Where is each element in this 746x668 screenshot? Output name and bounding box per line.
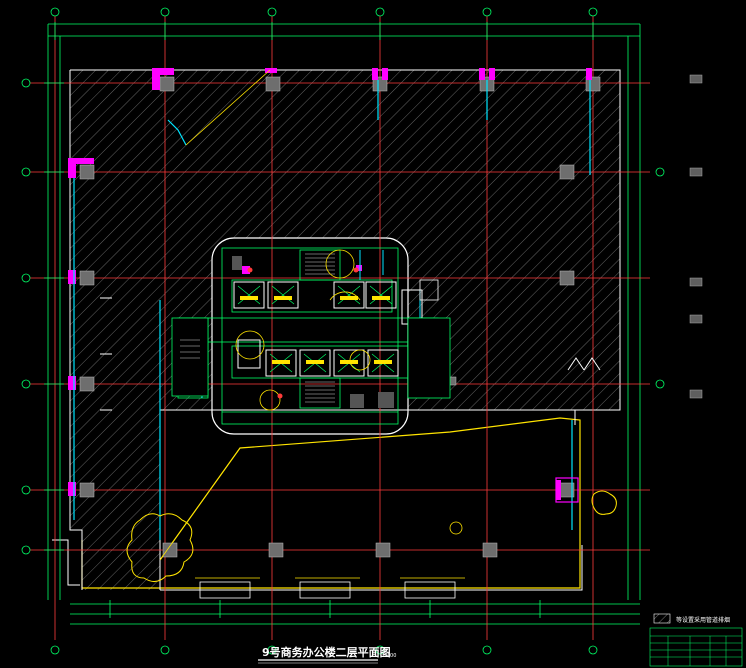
yellow-guides	[159, 69, 271, 561]
core-interior	[177, 247, 439, 425]
drawing-title-block: 9号商务办公楼二层平面图 1:100	[258, 645, 396, 664]
left-markers	[100, 297, 112, 411]
legend-label: 等设置采用管道排烟	[676, 616, 730, 624]
lower-window-boxes	[199, 581, 456, 599]
side-legend-blocks	[689, 74, 703, 399]
drawing-title: 9号商务办公楼二层平面图	[262, 645, 391, 659]
axis-grid	[30, 10, 650, 640]
highlighted-columns	[68, 68, 592, 500]
right-marker	[567, 357, 601, 371]
cyan-walls	[73, 80, 591, 540]
legend-table: 等设置采用管道排烟	[649, 613, 743, 667]
structural-columns	[79, 76, 601, 558]
callout-symbol	[449, 521, 463, 535]
revision-clouds	[126, 490, 617, 582]
left-annex	[171, 317, 209, 397]
axis-bubbles	[21, 7, 665, 655]
drawing-scale: 1:100	[382, 653, 396, 659]
dimension-ticks	[44, 22, 594, 618]
right-annex	[407, 279, 451, 399]
